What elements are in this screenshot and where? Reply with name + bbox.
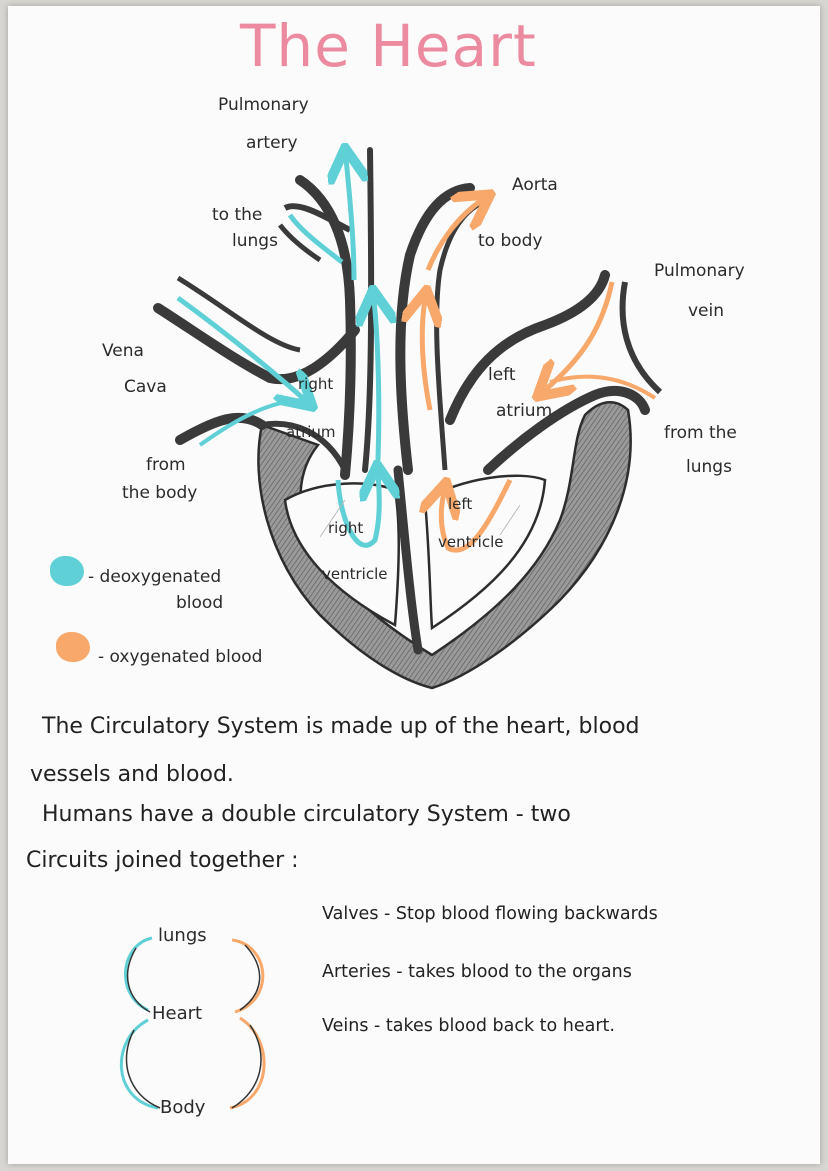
paragraph-1-line-2: vessels and blood. — [30, 762, 234, 787]
label-pulmonary-vein: Pulmonary — [654, 261, 745, 281]
circuit-loop-orange-upper — [231, 938, 265, 1014]
orange-arrow-left-ventricle — [441, 480, 513, 553]
label-to-the-lungs: to the — [212, 205, 263, 225]
label-from-the-body-2: the body — [122, 483, 198, 503]
vena-cava-upper — [153, 303, 360, 385]
circuit-lungs-label: lungs — [158, 925, 207, 946]
paragraph-2-line-1: Humans have a double circulatory System … — [42, 802, 571, 827]
septum — [393, 465, 423, 655]
label-from-the-lungs-2: lungs — [686, 457, 732, 477]
circuit-loop-blue-upper — [124, 936, 153, 1012]
orange-arrow-to-body — [425, 200, 482, 271]
blue-arrow-pulmonary-up — [374, 300, 379, 461]
label-left-atrium-2: atrium — [496, 401, 553, 421]
label-from-the-lungs: from the — [664, 423, 737, 443]
label-left-atrium: left — [488, 365, 516, 385]
legend-oxygenated-label: - oxygenated blood — [98, 647, 263, 667]
label-right-atrium: right — [298, 375, 334, 393]
label-pulmonary-artery: Pulmonary — [218, 95, 309, 115]
label-aorta: Aorta — [512, 175, 558, 195]
label-from-the-body: from — [146, 455, 186, 475]
label-vena-cava-2: Cava — [124, 377, 167, 397]
fact-arteries: Arteries - takes blood to the organs — [322, 962, 632, 982]
label-right-ventricle: right — [328, 519, 364, 537]
fact-veins: Veins - takes blood back to heart. — [322, 1016, 615, 1036]
legend-deoxygenated-swatch — [50, 556, 84, 586]
legend-oxygenated-swatch — [56, 632, 90, 662]
blue-arrow-to-lungs — [287, 213, 344, 264]
label-left-ventricle-2: ventricle — [438, 533, 504, 551]
circuit-body-label: Body — [160, 1097, 206, 1118]
vena-cava-lower — [175, 412, 267, 445]
pulmonary-artery — [295, 175, 356, 480]
orange-arrow-from-lungs — [549, 374, 657, 400]
label-pulmonary-vein-2: vein — [688, 301, 725, 321]
circuit-loop-orange-lower — [229, 1016, 266, 1110]
fact-valves: Valves - Stop blood flowing backwards — [322, 904, 658, 924]
page-title: The Heart — [240, 12, 537, 80]
right-ventricle-chamber — [283, 482, 400, 628]
orange-arrow-pulmonary-vein — [545, 281, 615, 390]
label-pulmonary-artery-2: artery — [246, 133, 298, 153]
blue-arrow-body — [198, 398, 306, 447]
label-left-ventricle: left — [448, 495, 473, 513]
paragraph-2-line-2: Circuits joined together : — [26, 848, 299, 873]
label-right-ventricle-2: ventricle — [322, 565, 388, 583]
label-to-the-lungs-2: lungs — [232, 231, 278, 251]
blue-arrow-vena-cava — [176, 295, 305, 400]
label-right-atrium-2: atrium — [286, 423, 336, 441]
legend-deoxygenated-label: - deoxygenated — [88, 567, 222, 587]
circuit-heart-label: Heart — [152, 1003, 203, 1024]
blue-arrow-pulmonary-artery — [346, 158, 354, 281]
legend-deoxygenated-label-2: blood — [176, 593, 224, 613]
aorta — [395, 183, 475, 475]
blue-arrow-ventricle — [335, 475, 379, 548]
paragraph-1-line-1: The Circulatory System is made up of the… — [42, 714, 640, 739]
label-to-body: to body — [478, 231, 543, 251]
label-vena-cava: Vena — [102, 341, 144, 361]
pulmonary-vein — [445, 270, 610, 425]
orange-arrow-aorta-up — [422, 300, 430, 411]
circuit-loop-blue-lower — [119, 1018, 159, 1110]
